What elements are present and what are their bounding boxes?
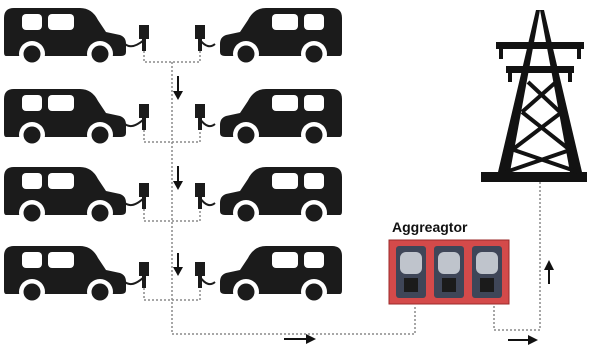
charger-icon [195, 104, 205, 130]
arrow-down-icon [173, 253, 183, 276]
car-icon [4, 89, 126, 148]
power-meter-icon [472, 246, 502, 298]
transmission-tower-icon [481, 10, 587, 182]
charger-icon [195, 25, 205, 51]
car-row-3 [4, 167, 342, 226]
charger-icon [139, 183, 149, 209]
car-icon [220, 246, 342, 305]
car-icon [4, 167, 126, 226]
charger-icon [139, 25, 149, 51]
arrow-right-icon [508, 335, 538, 345]
charger-icon [139, 262, 149, 288]
arrow-right-icon [284, 334, 316, 344]
car-icon [4, 246, 126, 305]
aggregator: Aggreagtor [389, 219, 509, 304]
car-icon [220, 89, 342, 148]
arrow-up-icon [544, 260, 554, 284]
aggregator-label: Aggreagtor [392, 219, 468, 235]
car-row-1 [4, 8, 342, 67]
car-icon [220, 167, 342, 226]
charger-icon [139, 104, 149, 130]
arrow-down-icon [173, 76, 183, 100]
power-meter-icon [396, 246, 426, 298]
car-icon [4, 8, 126, 67]
car-row-2 [4, 89, 342, 148]
charger-icon [195, 183, 205, 209]
charger-icon [195, 262, 205, 288]
car-icon [220, 8, 342, 67]
car-row-4 [4, 246, 342, 305]
power-meter-icon [434, 246, 464, 298]
arrow-down-icon [173, 166, 183, 190]
